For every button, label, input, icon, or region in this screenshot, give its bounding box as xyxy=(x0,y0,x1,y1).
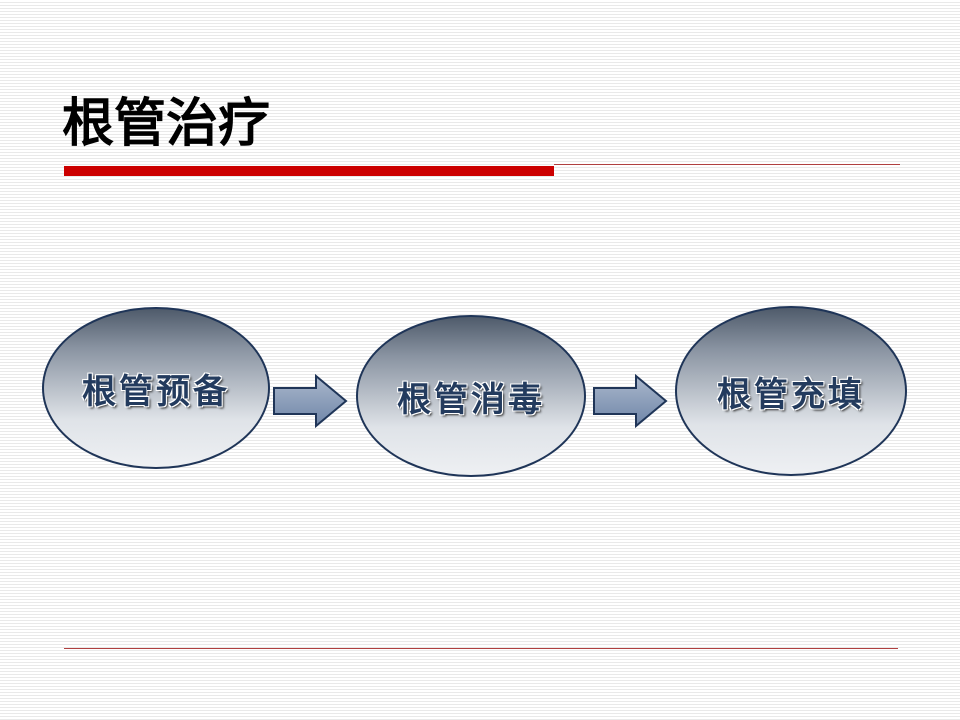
step-node-obturation: 根管充填 xyxy=(675,306,907,476)
title-underline-thick xyxy=(64,166,554,176)
step-label: 根管消毒 xyxy=(397,379,545,420)
footer-rule xyxy=(64,648,898,649)
slide-title: 根管治疗 xyxy=(62,94,271,154)
step-node-disinfection: 根管消毒 xyxy=(356,315,586,477)
step-node-preparation: 根管预备 xyxy=(42,307,270,469)
step-label: 根管预备 xyxy=(82,371,230,412)
step-label: 根管充填 xyxy=(717,374,865,415)
arrow-right-icon xyxy=(593,374,668,428)
arrow-right-icon xyxy=(273,374,348,428)
title-underline-thin xyxy=(554,164,900,165)
